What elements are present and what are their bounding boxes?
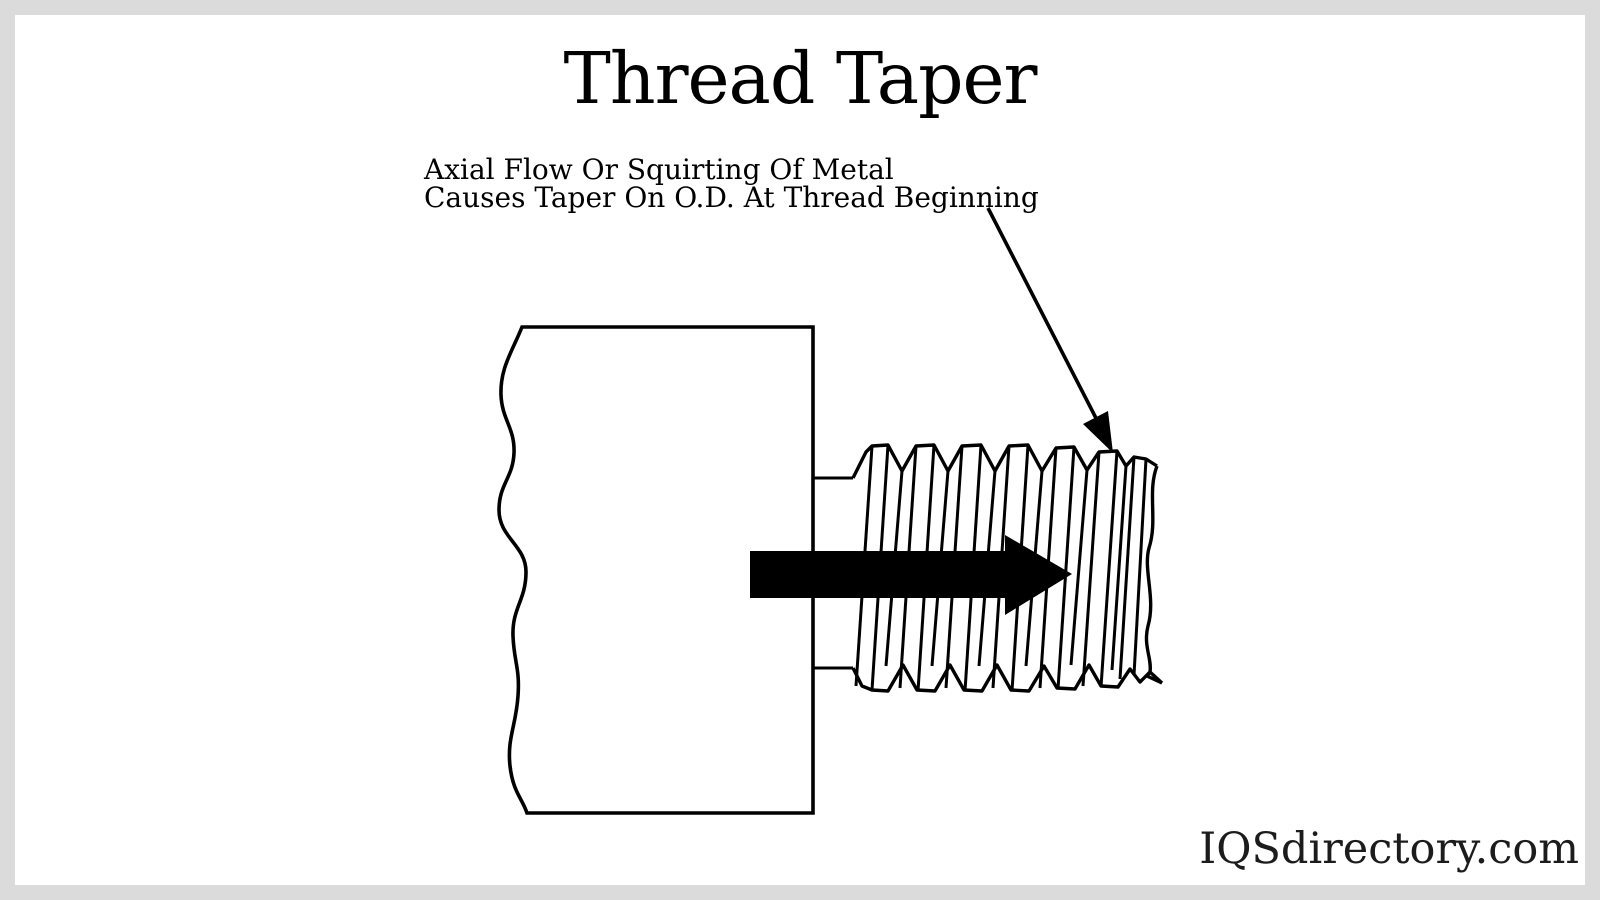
diagram-title: Thread Taper	[563, 37, 1038, 120]
annotation-leader-arrow	[986, 207, 1113, 453]
annotation-caption: Axial Flow Or Squirting Of Metal Causes …	[424, 156, 1039, 211]
unthreaded-shank	[813, 476, 853, 670]
watermark-text: IQSdirectory.com	[1199, 824, 1579, 874]
workpiece-block	[497, 325, 815, 815]
diagram-canvas	[15, 15, 1585, 885]
axial-flow-arrow	[750, 535, 1072, 615]
annotation-line-2: Causes Taper On O.D. At Thread Beginning	[424, 180, 1039, 214]
annotation-line-1: Axial Flow Or Squirting Of Metal	[424, 153, 894, 186]
